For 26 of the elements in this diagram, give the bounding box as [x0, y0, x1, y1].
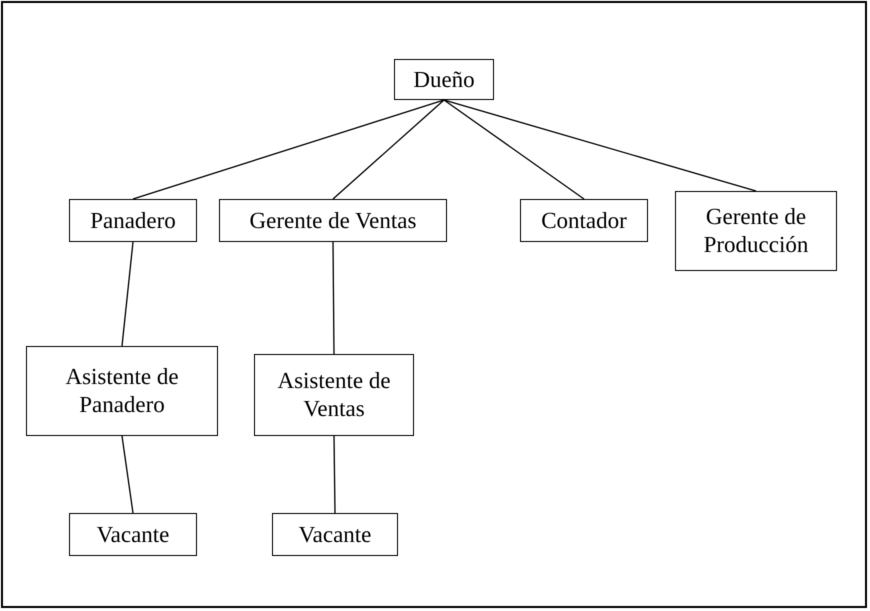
role-box: [26, 346, 218, 436]
role-box: [675, 191, 837, 271]
role-box: [272, 513, 398, 556]
role-box: [69, 199, 197, 242]
role-title: Asistente de Ventas: [276, 367, 392, 423]
role-box: [394, 59, 494, 100]
role-title: Contador: [541, 206, 627, 234]
role-title: Dueño: [413, 66, 475, 94]
connector-line: [333, 436, 336, 513]
role-title: Vacante: [96, 520, 170, 548]
role-title: Gerente de Producción: [702, 203, 810, 259]
connector-line: [332, 242, 335, 354]
role-title: Vacante: [298, 520, 372, 548]
connector-line: [121, 242, 134, 346]
connector-line: [132, 99, 444, 200]
role-box: [69, 513, 197, 556]
role-box: [254, 354, 414, 436]
role-box: [520, 199, 648, 242]
connector-line: [444, 99, 584, 200]
role-title: Gerente de Ventas: [250, 206, 416, 234]
role-box: [219, 199, 447, 242]
role-title: Panadero: [90, 206, 176, 234]
connector-line: [444, 99, 756, 192]
role-title: Asistente de Panadero: [64, 363, 180, 419]
connector-line: [332, 100, 444, 200]
connector-line: [121, 436, 134, 514]
